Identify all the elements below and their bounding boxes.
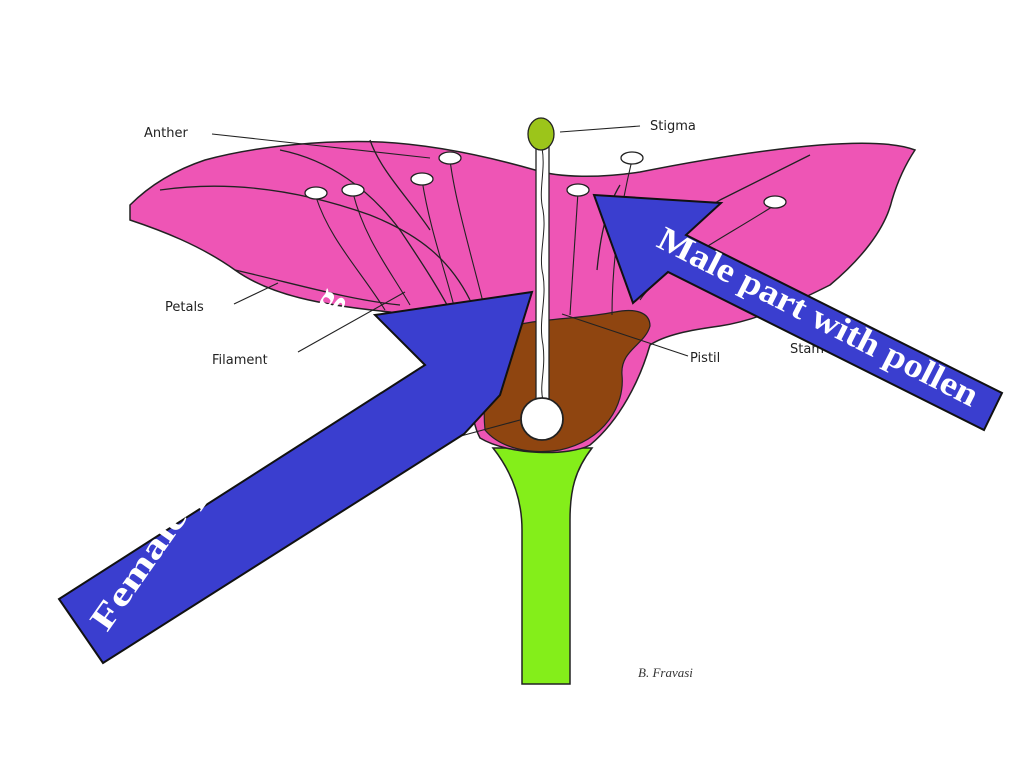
anthers — [304, 151, 787, 209]
label-petals: Petals — [165, 300, 204, 315]
label-anther: Anther — [144, 126, 188, 141]
stigma — [527, 117, 555, 151]
egg — [520, 397, 564, 441]
signature: B. Fravasi — [638, 665, 693, 680]
female-callout-arrow: Female part with egg — [57, 281, 534, 665]
stem — [491, 447, 594, 685]
label-stigma: Stigma — [650, 119, 696, 134]
label-pistil: Pistil — [690, 351, 720, 366]
label-filament: Filament — [212, 353, 268, 368]
style-pattern — [540, 147, 545, 401]
petal-veins — [159, 139, 811, 321]
